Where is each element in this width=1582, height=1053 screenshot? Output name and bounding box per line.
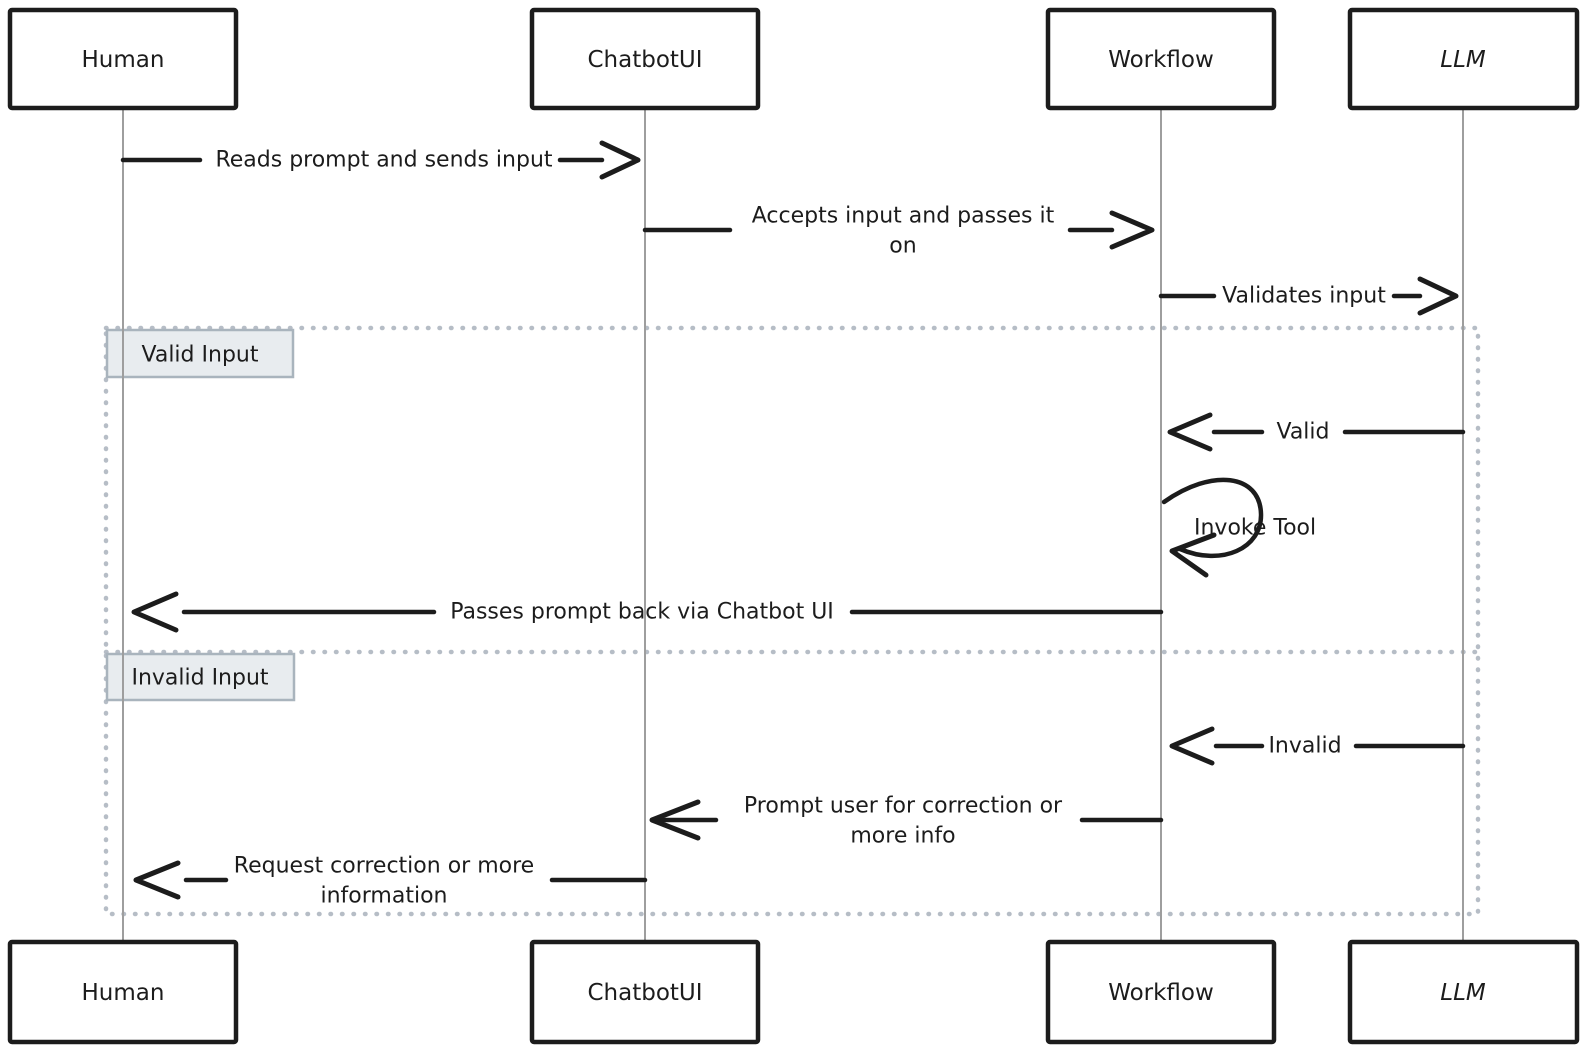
self-loop-line <box>1161 477 1264 559</box>
message-label: Passes prompt back via Chatbot UI <box>450 600 834 625</box>
message-label-line2: on <box>889 234 916 259</box>
arrowhead-right-icon <box>1109 210 1155 250</box>
msg-prompt-user-correction: Prompt user for correction or more info <box>649 794 1164 849</box>
actor-label: Human <box>82 980 165 1006</box>
actor-label: LLM <box>1440 980 1486 1006</box>
msg-valid: Valid <box>1167 412 1466 452</box>
msg-invoke-tool: Invoke Tool <box>1161 477 1316 578</box>
message-label-line1: Accepts input and passes it <box>752 204 1055 229</box>
alt-frame <box>103 325 1481 917</box>
message-label-line2: information <box>321 884 448 909</box>
message-label: Invoke Tool <box>1194 516 1316 541</box>
actor-top-llm: LLM <box>1347 7 1580 111</box>
actor-box <box>1045 939 1277 1045</box>
arrowhead-left-icon <box>1169 726 1215 766</box>
actor-label: ChatbotUI <box>587 980 702 1006</box>
valid-input-label: Valid Input <box>142 343 259 368</box>
actor-bottom-chatbotui: ChatbotUI <box>529 939 761 1045</box>
actor-top-workflow: Workflow <box>1045 7 1277 111</box>
actor-box <box>1347 7 1580 111</box>
actor-label: Workflow <box>1108 980 1214 1006</box>
msg-request-correction: Request correction or more information <box>133 854 648 909</box>
arrowhead-right-icon <box>599 140 641 180</box>
lifelines <box>122 108 1464 942</box>
message-label-line1: Request correction or more <box>234 854 534 879</box>
message-label: Valid <box>1276 420 1329 445</box>
actor-bottom-llm: LLM <box>1347 939 1580 1045</box>
alt-frame-border <box>103 325 1481 917</box>
arrowhead-right-icon <box>1417 276 1459 316</box>
invalid-input-label-box <box>105 652 296 702</box>
actor-box <box>529 939 761 1045</box>
invalid-input-label: Invalid Input <box>131 666 268 691</box>
arrowhead-left-icon <box>649 799 701 841</box>
msg-passes-prompt-back: Passes prompt back via Chatbot UI <box>131 591 1164 633</box>
actor-label: Workflow <box>1108 47 1214 73</box>
message-label: Invalid <box>1268 734 1341 759</box>
actor-bottom-workflow: Workflow <box>1045 939 1277 1045</box>
message-label-line1: Prompt user for correction or <box>744 794 1063 819</box>
actor-box <box>7 939 239 1045</box>
arrowhead-left-icon <box>131 591 179 633</box>
msg-invalid: Invalid <box>1169 726 1466 766</box>
invalid-input-section-label <box>105 652 296 702</box>
actor-box <box>1045 7 1277 111</box>
message-label: Reads prompt and sends input <box>215 148 552 173</box>
msg-accepts-input: Accepts input and passes it on <box>642 204 1155 259</box>
message-label: Validates input <box>1222 284 1386 309</box>
actor-label: ChatbotUI <box>587 47 702 73</box>
msg-validates-input: Validates input <box>1158 276 1459 316</box>
actor-box <box>1347 939 1580 1045</box>
message-label-line2: more info <box>850 824 955 849</box>
arrowhead-left-icon <box>1167 412 1213 452</box>
actor-box <box>7 7 239 111</box>
actor-bottom-human: Human <box>7 939 239 1045</box>
arrowhead-left-icon <box>1169 532 1217 578</box>
actor-label: LLM <box>1440 47 1486 73</box>
actor-label: Human <box>82 47 165 73</box>
valid-input-label-box <box>105 328 295 379</box>
actor-top-human: Human <box>7 7 239 111</box>
actor-box <box>529 7 761 111</box>
actor-top-chatbotui: ChatbotUI <box>529 7 761 111</box>
valid-input-section-label <box>105 328 295 379</box>
msg-reads-prompt: Reads prompt and sends input <box>120 140 641 180</box>
arrowhead-left-icon <box>133 860 181 900</box>
